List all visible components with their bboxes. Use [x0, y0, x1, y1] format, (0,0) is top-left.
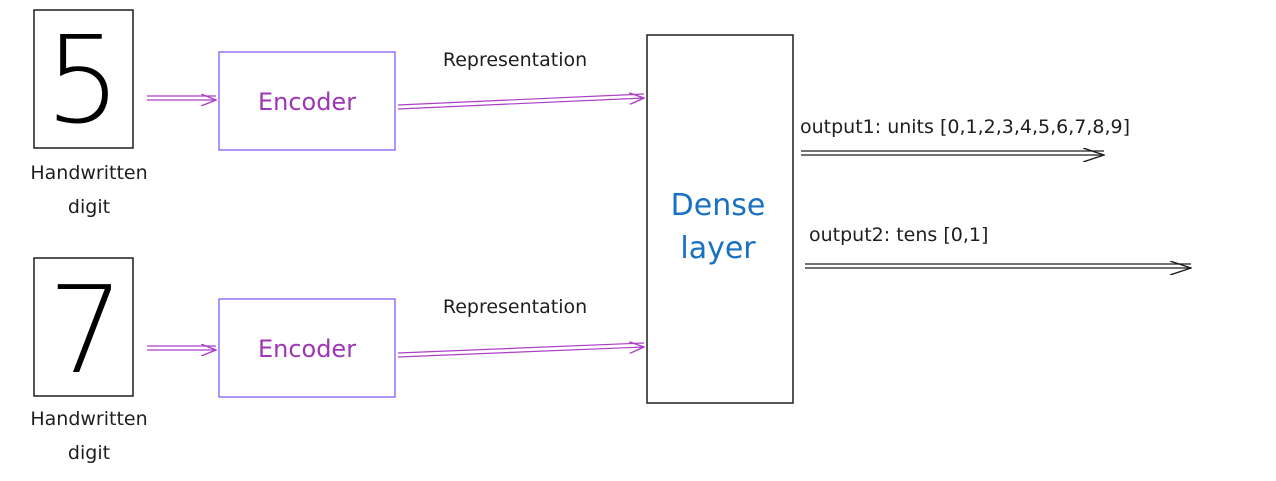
representation-arrow-1: [397, 94, 644, 110]
dense-layer-box: Dense layer: [646, 34, 794, 404]
input-arrow-1: [147, 96, 216, 100]
encoder-label-1: Encoder: [258, 88, 356, 116]
representation-label-2: Representation: [443, 296, 587, 318]
input-caption-2-line1: Handwritten: [30, 408, 147, 430]
encoder-box-2: Encoder: [218, 298, 396, 398]
dense-layer-label-line2: layer: [680, 231, 756, 266]
output-label-1: output1: units [0,1,2,3,4,5,6,7,8,9]: [800, 116, 1130, 138]
digit-image-frame-2: [33, 257, 134, 397]
representation-arrow-2: [397, 343, 644, 358]
input-digit-1: 5: [33, 9, 134, 151]
output-label-2: output2: tens [0,1]: [809, 224, 988, 246]
input-caption-1-line1: Handwritten: [30, 162, 147, 184]
encoder-box-1: Encoder: [218, 51, 396, 151]
digit-glyph-2: 7: [48, 262, 124, 401]
dense-layer-label-line1: Dense: [671, 188, 766, 223]
input-arrow-2: [147, 346, 216, 350]
input-digit-2: 7: [33, 257, 134, 401]
input-caption-1-line2: digit: [68, 196, 110, 218]
digit-image-frame-1: [33, 9, 134, 149]
output-arrow-1: [801, 151, 1104, 155]
input-caption-2-line2: digit: [68, 442, 110, 464]
encoder-label-2: Encoder: [258, 335, 356, 363]
digit-glyph-1: 5: [45, 12, 121, 151]
output-arrow-2: [805, 264, 1191, 268]
representation-label-1: Representation: [443, 49, 587, 71]
